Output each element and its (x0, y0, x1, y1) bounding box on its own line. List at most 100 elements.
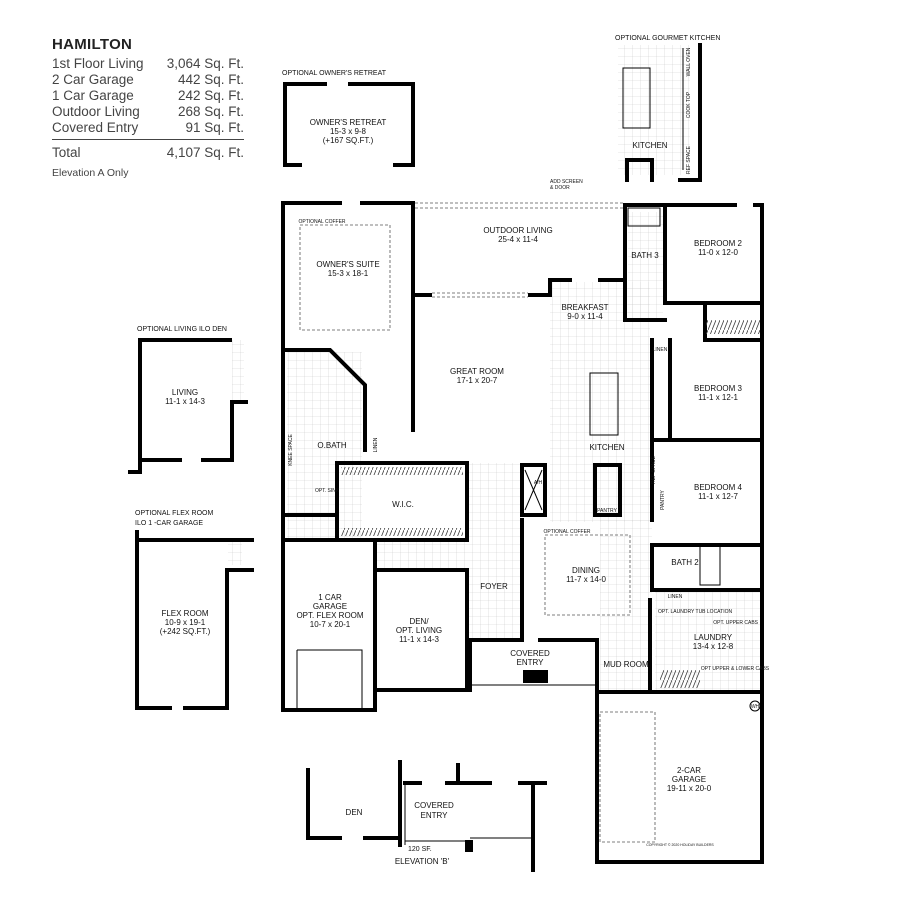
cook-top-label: COOK TOP (686, 91, 692, 118)
gourmet-kitchen-caption: OPTIONAL GOURMET KITCHEN (615, 35, 720, 42)
optional-gourmet-kitchen: OPTIONAL GOURMET KITCHEN KITCHEN WALL OV… (615, 35, 720, 182)
summary-row: 2 Car Garage 442 Sq. Ft. (52, 72, 244, 88)
upper-lower-cabs-note: OPT UPPER & LOWER CABS (701, 666, 770, 672)
garage1-line2: GARAGE (313, 602, 347, 611)
tiled-floors (228, 45, 760, 692)
garage2-size: 19-11 x 20-0 (667, 784, 712, 793)
wic-name: W.I.C. (392, 500, 414, 509)
dining-name: DINING (572, 566, 600, 575)
living-name: LIVING (172, 388, 198, 397)
optional-flex-room: OPTIONAL FLEX ROOM ILO 1 -CAR GARAGE FLE… (135, 510, 254, 710)
flex-room-extra: (+242 SQ.FT.) (160, 627, 211, 636)
laundry-tub-note: OPT. LAUNDRY TUB LOCATION (658, 609, 732, 615)
summary-row: 1st Floor Living 3,064 Sq. Ft. (52, 56, 244, 72)
divider (52, 139, 244, 140)
add-door-note: & DOOR (550, 185, 570, 191)
room-labels: OPTIONAL COFFER OWNER'S SUITE 15-3 x 18-… (288, 179, 770, 847)
obath-linen-label: LINEN (373, 437, 379, 452)
den-size: 11-1 x 14-3 (399, 635, 439, 644)
row-value: 3,064 Sq. Ft. (166, 56, 244, 71)
flex-room-name: FLEX ROOM (161, 609, 208, 618)
bath3-name: BATH 3 (631, 251, 659, 260)
covered-entry-line2: ENTRY (517, 658, 545, 667)
gourmet-kitchen-name: KITCHEN (632, 141, 667, 150)
add-screen-note: ADD SCREEN (550, 179, 583, 185)
summary-row: Covered Entry 91 Sq. Ft. (52, 120, 244, 136)
kitchen-name: KITCHEN (589, 443, 624, 452)
owners-retreat-extra: (+167 SQ.FT.) (323, 136, 374, 145)
foyer-name: FOYER (480, 582, 508, 591)
breakfast-name: BREAKFAST (561, 303, 608, 312)
pantry-label-2: PANTRY (660, 489, 666, 509)
mud-room-name: MUD ROOM (603, 660, 649, 669)
bedroom3-size: 11-1 x 12-1 (698, 393, 738, 402)
row-label: Covered Entry (52, 120, 139, 135)
den-line1: DEN/ (409, 617, 429, 626)
flex-caption-1: OPTIONAL FLEX ROOM (135, 510, 213, 517)
summary-row: 1 Car Garage 242 Sq. Ft. (52, 88, 244, 104)
row-value: 442 Sq. Ft. (177, 72, 244, 87)
ref-space-label: REF SPACE (686, 145, 692, 174)
obath-name: O.BATH (317, 441, 346, 450)
great-room-size: 17-1 x 20-7 (457, 376, 498, 385)
pantry-label: PANTRY (597, 508, 617, 514)
total-value: 4,107 Sq. Ft. (166, 145, 244, 160)
row-label: 1 Car Garage (52, 88, 134, 103)
outdoor-living-size: 25-4 x 11-4 (498, 235, 538, 244)
breakfast-size: 9-0 x 11-4 (567, 312, 603, 321)
elevation-b-plan: DEN COVERED ENTRY 120 SF. ELEVATION 'B' (306, 760, 547, 872)
living-caption: OPTIONAL LIVING ILO DEN (137, 326, 227, 333)
row-value: 242 Sq. Ft. (177, 88, 244, 103)
row-label: Outdoor Living (52, 104, 140, 119)
kitchen-ref-space: REF SPACE (651, 455, 657, 484)
garage1-line3: OPT. FLEX ROOM (296, 611, 363, 620)
garage1-size: 10-7 x 20-1 (310, 620, 351, 629)
row-label: 1st Floor Living (52, 56, 144, 71)
wall-oven-label: WALL OVEN (686, 47, 692, 76)
main-house-walls (281, 201, 764, 864)
covered-entry-line1: COVERED (510, 649, 550, 658)
elev-b-area: 120 SF. (408, 846, 432, 853)
laundry-size: 13-4 x 12-8 (693, 642, 734, 651)
square-footage-summary: HAMILTON 1st Floor Living 3,064 Sq. Ft. 2… (52, 36, 244, 179)
bath2-linen: LINEN (668, 594, 683, 600)
great-room-name: GREAT ROOM (450, 367, 504, 376)
water-heater-label: WH (751, 704, 760, 710)
opt-sink-label: OPT. SINK (315, 488, 340, 494)
summary-total: Total 4,107 Sq. Ft. (52, 145, 244, 161)
row-value: 91 Sq. Ft. (185, 120, 244, 135)
elev-b-entry-2: ENTRY (421, 811, 449, 820)
elev-b-entry-1: COVERED (414, 801, 454, 810)
garage2-line1: 2-CAR (677, 766, 701, 775)
dining-size: 11-7 x 14-0 (566, 575, 606, 584)
bedroom3-name: BEDROOM 3 (694, 384, 743, 393)
bedroom4-name: BEDROOM 4 (694, 483, 743, 492)
owners-suite-size: 15-3 x 18-1 (328, 269, 369, 278)
upper-cabs-note: OPT. UPPER CABS (713, 620, 758, 626)
owners-suite-name: OWNER'S SUITE (316, 260, 379, 269)
flex-room-size: 10-9 x 19-1 (165, 618, 206, 627)
bath2-name: BATH 2 (671, 558, 699, 567)
optional-owners-retreat: OPTIONAL OWNER'S RETREAT OWNER'S RETREAT… (282, 70, 415, 167)
garage1-line1: 1 CAR (318, 593, 342, 602)
bedroom2-name: BEDROOM 2 (694, 239, 743, 248)
owners-retreat-name: OWNER'S RETREAT (310, 118, 387, 127)
owners-retreat-size: 15-3 x 9-8 (330, 127, 367, 136)
garage2-line2: GARAGE (672, 775, 706, 784)
total-label: Total (52, 145, 81, 160)
row-label: 2 Car Garage (52, 72, 134, 87)
knee-space-label: KNEE SPACE (288, 434, 294, 466)
bedroom2-size: 11-0 x 12-0 (698, 248, 738, 257)
outdoor-living-name: OUTDOOR LIVING (483, 226, 552, 235)
ah-label: A/H (534, 480, 543, 486)
owners-suite-note: OPTIONAL COFFER (298, 219, 345, 225)
plan-title: HAMILTON (52, 36, 133, 53)
copyright: COPYRIGHT © 2020 HOLIDAY BUILDERS (646, 843, 714, 847)
owners-retreat-caption: OPTIONAL OWNER'S RETREAT (282, 70, 387, 77)
living-size: 11-1 x 14-3 (165, 397, 205, 406)
laundry-name: LAUNDRY (694, 633, 733, 642)
elevation-note: Elevation A Only (52, 167, 129, 179)
elev-b-caption: ELEVATION 'B' (395, 857, 450, 866)
